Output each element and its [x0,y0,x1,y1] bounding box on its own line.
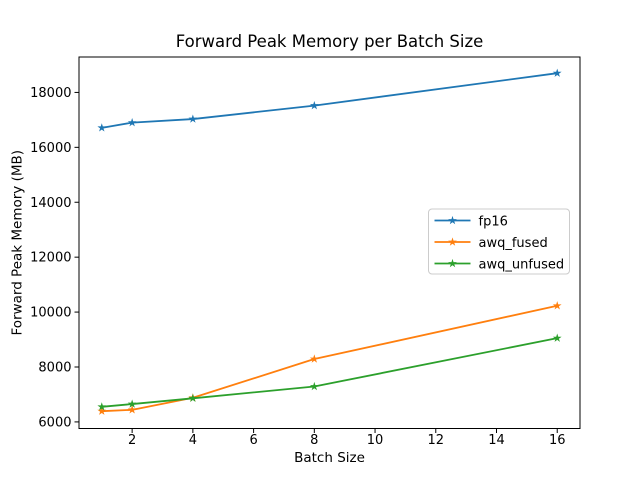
data-point-star-awq_fused [97,406,107,415]
series-layer [97,68,562,415]
series-line-awq_fused [100,304,559,413]
x-tick-label: 6 [249,433,257,448]
y-tick-label: 6000 [38,415,71,430]
data-point-star-awq_unfused [552,333,562,342]
plot-border [78,56,581,429]
data-point-star-fp16 [127,118,137,127]
data-point-star-fp16 [552,68,562,77]
legend-entry-fp16: fp16 [434,214,508,229]
x-tick-label: 4 [189,433,197,448]
legend-label-fp16: fp16 [479,214,508,229]
series-line-fp16 [100,72,559,129]
x-axis: 2 4 6 8 10 12 14 16 [128,428,566,448]
y-tick-label: 8000 [38,360,71,375]
legend: fp16 awq_fused awq_unfused [428,208,570,275]
y-tick-label: 16000 [30,141,71,156]
legend-star-icon [448,258,457,268]
legend-label-awq-fused: awq_fused [479,236,548,251]
x-axis-label: Batch Size [294,450,365,466]
x-tick-label: 8 [310,433,318,448]
data-point-star-fp16 [188,114,198,123]
x-tick-label: 10 [367,433,384,448]
y-tick-label: 12000 [30,251,71,266]
data-point-star-awq_unfused [97,402,107,411]
y-axis: 6000 8000 10000 12000 14000 16000 18000 [30,86,79,430]
chart-title: Forward Peak Memory per Batch Size [176,32,484,51]
data-point-star-awq_fused [552,301,562,310]
data-point-star-awq_unfused [127,399,137,408]
data-point-star-awq_fused [309,354,319,363]
series-line-awq_unfused [100,337,559,408]
x-tick-label: 14 [488,433,505,448]
y-tick-label: 18000 [30,86,71,101]
data-point-star-awq_unfused [309,381,319,391]
legend-entry-awq-unfused: awq_unfused [434,257,565,272]
y-tick-label: 10000 [30,306,71,321]
legend-star-icon [448,215,457,225]
data-point-star-awq_fused [127,405,137,414]
x-tick-label: 12 [427,433,444,448]
data-point-star-awq_unfused [188,393,198,403]
x-tick-label: 16 [549,433,566,448]
legend-box [428,208,570,275]
legend-entry-awq-fused: awq_fused [434,236,548,251]
axes-spines [78,56,581,429]
legend-star-icon [448,237,457,246]
y-tick-label: 14000 [30,196,71,211]
x-tick-label: 2 [128,433,136,448]
data-point-star-fp16 [309,101,319,110]
y-axis-label: Forward Peak Memory (MB) [10,150,26,336]
legend-label-awq-unfused: awq_unfused [479,257,565,272]
data-point-star-fp16 [97,123,107,132]
